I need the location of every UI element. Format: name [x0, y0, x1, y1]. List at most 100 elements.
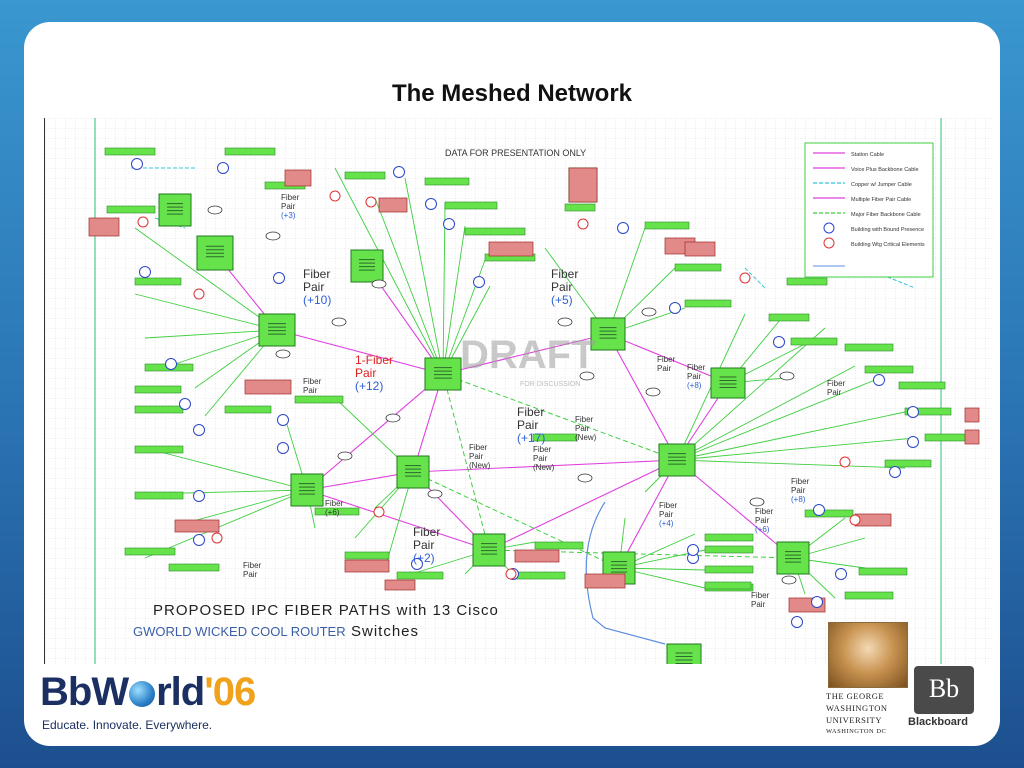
splice-marker — [371, 279, 387, 289]
building-label — [684, 299, 732, 308]
critical-building-label — [488, 241, 534, 257]
bound-presence-icon — [425, 198, 437, 210]
fiber-pair-label: Pair — [755, 516, 770, 525]
critical-element-icon — [577, 218, 589, 230]
fiber-pair-label: Pair — [517, 418, 538, 432]
building-label — [904, 407, 952, 416]
building-label — [564, 203, 596, 212]
bound-presence-icon — [473, 276, 485, 288]
building-label — [704, 533, 754, 542]
switch-node — [396, 455, 430, 489]
fiber-pair-label: Fiber — [517, 405, 544, 419]
fiber-pair-label: Fiber — [751, 591, 770, 600]
critical-building-label — [964, 407, 980, 423]
building-label — [534, 541, 584, 550]
splice-marker — [427, 489, 443, 499]
fiber-pair-label: Fiber — [791, 477, 810, 486]
backbone-link — [607, 333, 678, 461]
switch-node — [158, 193, 192, 227]
building-label — [786, 277, 828, 286]
fiber-pair-label: Fiber — [755, 507, 774, 516]
blackboard-badge-icon: Bb — [914, 666, 974, 714]
building-label — [844, 591, 894, 600]
switch-node — [472, 533, 506, 567]
critical-building-label — [284, 169, 312, 187]
backbone-link — [412, 459, 678, 473]
building-label — [134, 445, 184, 454]
switch-node — [666, 643, 702, 664]
fiber-pair-label: Fiber — [827, 379, 846, 388]
bound-presence-icon — [617, 222, 629, 234]
fiber-pair-label: Fiber — [659, 501, 678, 510]
backbone-link — [618, 459, 678, 569]
fiber-pair-label: Fiber — [413, 525, 440, 539]
globe-icon — [129, 681, 156, 707]
switch-node — [776, 541, 810, 575]
new-fiber-link — [442, 373, 490, 551]
building-label — [532, 433, 578, 442]
bbworld-year: '06 — [204, 670, 256, 714]
fiber-pair-label: (+6) — [755, 525, 770, 534]
washington-portrait-icon — [828, 622, 908, 688]
spoke-link — [442, 225, 466, 375]
backbone-link — [488, 459, 678, 551]
splice-marker — [385, 413, 401, 423]
splice-marker — [641, 307, 657, 317]
fiber-pair-label: (+6) — [325, 508, 340, 517]
fiber-pair-label: Pair — [243, 570, 258, 579]
building-label — [924, 433, 972, 442]
gwu-line-3: UNIVERSITY — [826, 715, 882, 725]
legend-label: Copper w/ Jumper Cable — [851, 182, 912, 188]
fiber-pair-label: Pair — [575, 424, 590, 433]
backbone-link — [306, 489, 490, 551]
fiber-pair-label: (+3) — [281, 211, 296, 220]
fiber-pair-label: Pair — [413, 538, 434, 552]
critical-building-label — [514, 549, 560, 563]
backbone-link — [442, 333, 609, 375]
copper-link — [744, 267, 766, 289]
critical-element-icon — [849, 514, 861, 526]
network-diagram-svg: DATA FOR PRESENTATION ONLY DRAFT FOR DIS… — [45, 118, 993, 664]
building-label — [844, 343, 894, 352]
critical-element-icon — [211, 532, 223, 544]
spoke-link — [144, 489, 308, 559]
spoke-link — [676, 379, 876, 461]
bound-presence-icon — [411, 558, 423, 570]
spoke-link — [607, 227, 646, 335]
building-label — [884, 459, 932, 468]
spoke-link — [676, 459, 906, 469]
new-fiber-link — [442, 373, 678, 461]
critical-element-icon — [137, 216, 149, 228]
spoke-link — [676, 411, 906, 461]
building-label — [898, 381, 946, 390]
splice-marker — [275, 349, 291, 359]
fiber-pair-label: Fiber — [325, 499, 344, 508]
spoke-link — [676, 327, 826, 461]
fiber-pair-label: 1-Fiber — [355, 353, 393, 367]
switch-node — [424, 357, 462, 391]
spoke-link — [134, 293, 278, 331]
bound-presence-icon — [273, 272, 285, 284]
fiber-pair-label: (New) — [533, 463, 555, 472]
switch-node — [590, 317, 626, 351]
building-label — [294, 395, 344, 404]
bound-presence-icon — [813, 504, 825, 516]
critical-building-label — [344, 559, 390, 573]
building-label — [314, 507, 360, 516]
bound-presence-icon — [791, 616, 803, 628]
fiber-pair-label: (+17) — [517, 431, 545, 445]
bound-presence-icon — [835, 568, 847, 580]
legend-label: Multiple Fiber Pair Cable — [851, 197, 911, 203]
fiber-pair-label: (New) — [575, 433, 597, 442]
backbone-link — [306, 373, 444, 491]
bound-presence-icon — [179, 398, 191, 410]
legend-swatch — [823, 222, 835, 234]
bound-presence-icon — [277, 414, 289, 426]
critical-element-icon — [739, 272, 751, 284]
critical-element-icon — [329, 190, 341, 202]
building-label — [644, 221, 690, 230]
blackboard-wordmark: Blackboard — [908, 716, 968, 728]
spoke-link — [404, 177, 444, 375]
building-label — [444, 201, 498, 210]
